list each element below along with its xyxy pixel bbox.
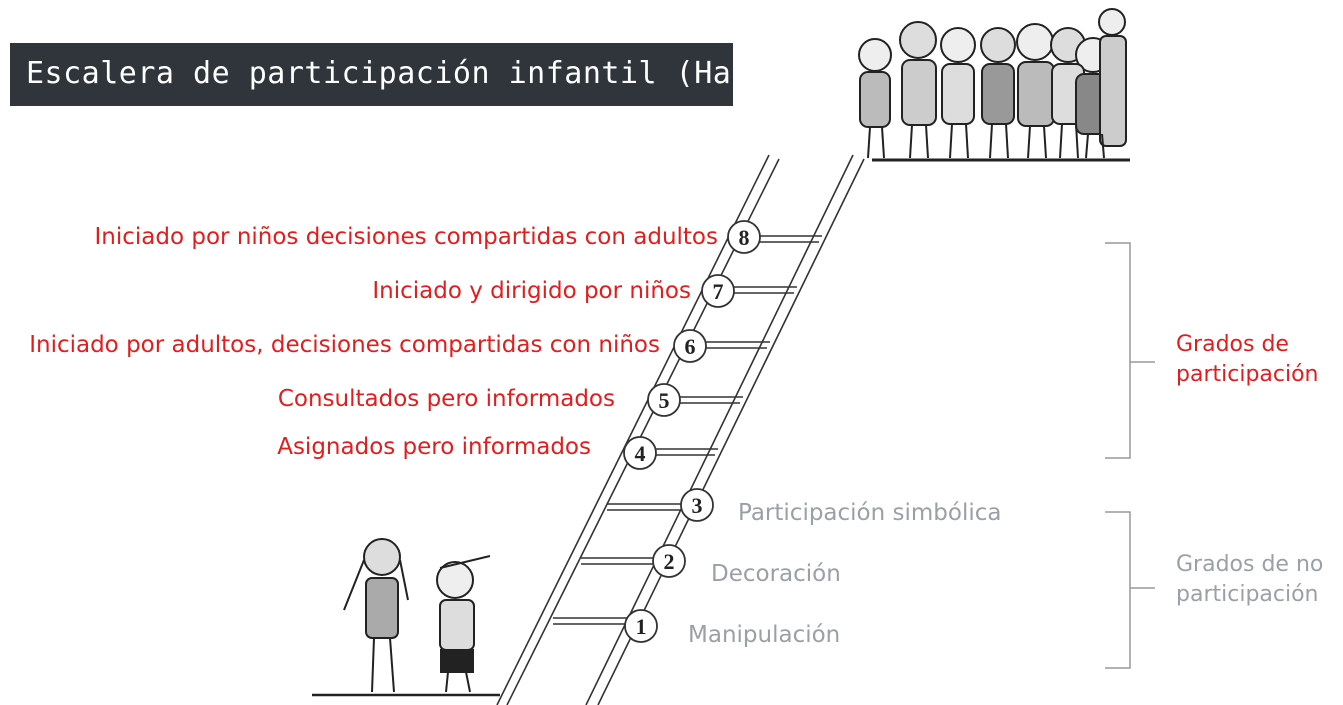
participation-group-line2: participación xyxy=(1176,362,1319,387)
two-children-illustration xyxy=(312,538,500,697)
svg-text:2: 2 xyxy=(664,549,675,574)
rung-number-3: 3 xyxy=(680,488,714,522)
svg-text:5: 5 xyxy=(659,388,670,413)
non-participation-group-line2: participación xyxy=(1176,582,1319,607)
participation-group-label: Grados de participación xyxy=(1176,330,1319,390)
page-title: Escalera de participación infantil (Hart… xyxy=(26,56,880,91)
non-participation-group-line1: Grados de no xyxy=(1176,552,1324,577)
rung-number-5: 5 xyxy=(647,383,681,417)
svg-text:8: 8 xyxy=(739,225,750,250)
level-8-label: Iniciado por niños decisiones compartida… xyxy=(94,224,718,250)
rung-number-8: 8 xyxy=(727,220,761,254)
svg-text:6: 6 xyxy=(685,334,696,359)
svg-text:7: 7 xyxy=(713,279,724,304)
participation-group-line1: Grados de xyxy=(1176,332,1289,357)
rung-number-6: 6 xyxy=(673,329,707,363)
bracket-participation xyxy=(1105,242,1155,459)
level-7-label: Iniciado y dirigido por niños xyxy=(372,278,691,304)
level-2-label: Decoración xyxy=(711,561,841,587)
rung-number-7: 7 xyxy=(701,274,735,308)
svg-text:1: 1 xyxy=(636,614,647,639)
bracket-non-participation xyxy=(1105,511,1155,669)
svg-text:4: 4 xyxy=(635,441,646,466)
rung-number-2: 2 xyxy=(652,544,686,578)
rung-number-4: 4 xyxy=(623,436,657,470)
level-1-label: Manipulación xyxy=(688,622,841,648)
level-4-label: Asignados pero informados xyxy=(277,434,591,460)
rung-number-1: 1 xyxy=(624,609,658,643)
svg-text:3: 3 xyxy=(692,493,703,518)
level-5-label: Consultados pero informados xyxy=(277,386,615,412)
level-6-label: Iniciado por adultos, decisiones compart… xyxy=(29,332,660,358)
title-banner xyxy=(10,43,733,106)
children-group-illustration xyxy=(858,8,1130,162)
non-participation-group-label: Grados de no participación xyxy=(1176,550,1323,610)
rung-numbers: 8 7 6 5 4 3 2 1 xyxy=(623,220,761,643)
level-3-label: Participación simbólica xyxy=(738,500,1002,526)
